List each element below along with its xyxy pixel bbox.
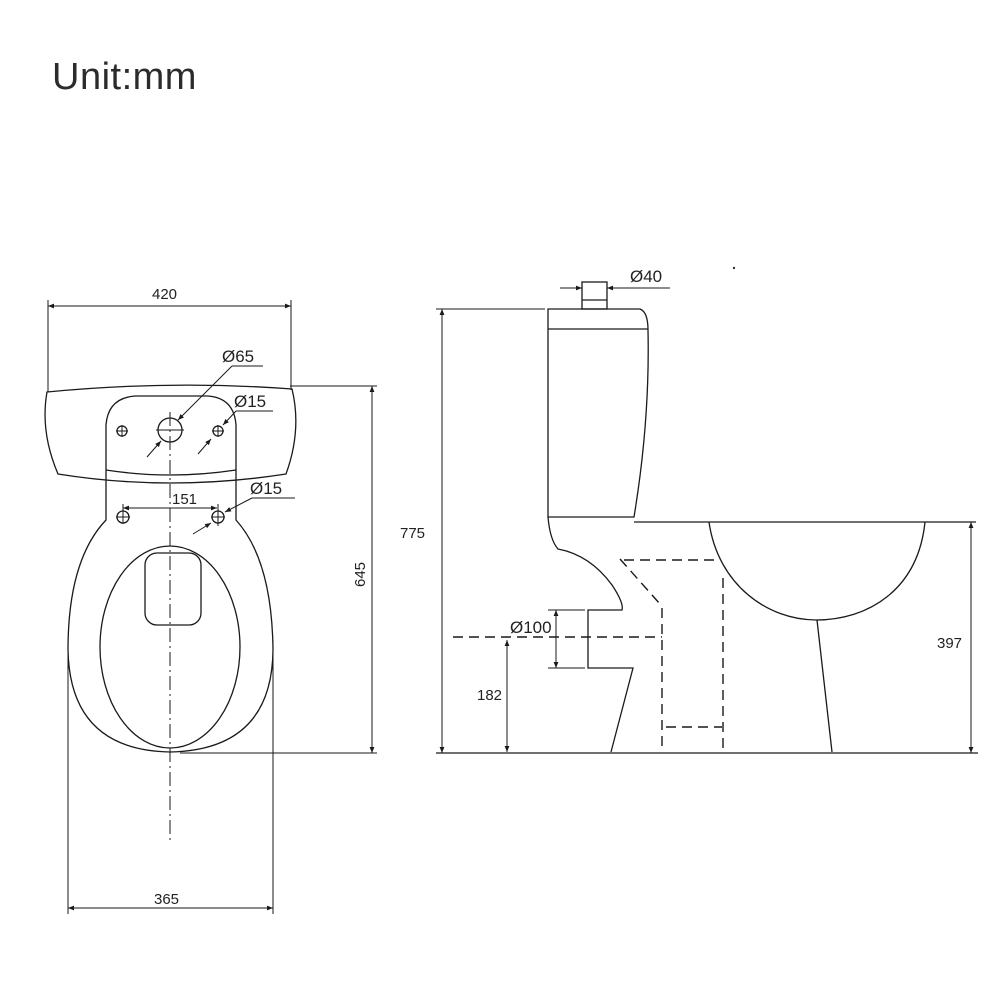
dim-label-dia-15-seat: Ø15 — [250, 479, 282, 498]
dimension-775: 775 — [400, 308, 545, 753]
seat-hole-left — [116, 504, 130, 524]
tank-side — [547, 308, 649, 518]
tank-bolt-hole-right — [212, 425, 224, 437]
drain-opening — [144, 552, 202, 626]
dim-label-397: 397 — [937, 635, 962, 652]
trapway-front — [547, 516, 634, 753]
dimension-151: 151 — [123, 491, 217, 511]
top-view: 420 151 Ø65 — [44, 286, 377, 914]
dimension-645: 645 — [180, 385, 377, 754]
dim-label-dia-65: Ø65 — [222, 347, 254, 366]
dimension-dia-40: Ø40 — [560, 267, 670, 291]
flush-button — [581, 281, 608, 310]
dim-label-dia-100: Ø100 — [510, 618, 552, 637]
dim-label-645: 645 — [352, 562, 369, 587]
dimension-420: 420 — [47, 286, 292, 392]
dim-label-182: 182 — [477, 687, 502, 704]
dimension-dia-100: Ø100 — [510, 609, 585, 669]
dimension-397: 397 — [937, 522, 974, 753]
pedestal-back — [816, 619, 833, 753]
bowl-side — [708, 521, 926, 621]
dimension-dia-15-tank: Ø15 — [197, 392, 273, 455]
dimension-dia-65: Ø65 — [146, 347, 263, 458]
dimension-365: 365 — [67, 640, 274, 914]
dim-label-151: 151 — [172, 491, 197, 508]
tank-lid-outline — [105, 395, 237, 482]
dimension-dia-15-seat: Ø15 — [192, 479, 295, 535]
dimension-182: 182 — [477, 640, 510, 752]
flush-hole — [156, 417, 184, 443]
tank-bolt-hole-left — [116, 425, 128, 437]
dim-label-420: 420 — [152, 286, 177, 303]
side-view: 775 Ø40 — [400, 266, 978, 754]
unit-label: Unit:mm — [52, 56, 197, 98]
dim-label-365: 365 — [154, 891, 179, 908]
seat-hole-right — [211, 504, 225, 526]
dim-label-775: 775 — [400, 525, 425, 542]
dim-label-dia-40: Ø40 — [630, 267, 662, 286]
dim-label-dia-15-tank: Ø15 — [234, 392, 266, 411]
tank-outline — [44, 384, 297, 484]
